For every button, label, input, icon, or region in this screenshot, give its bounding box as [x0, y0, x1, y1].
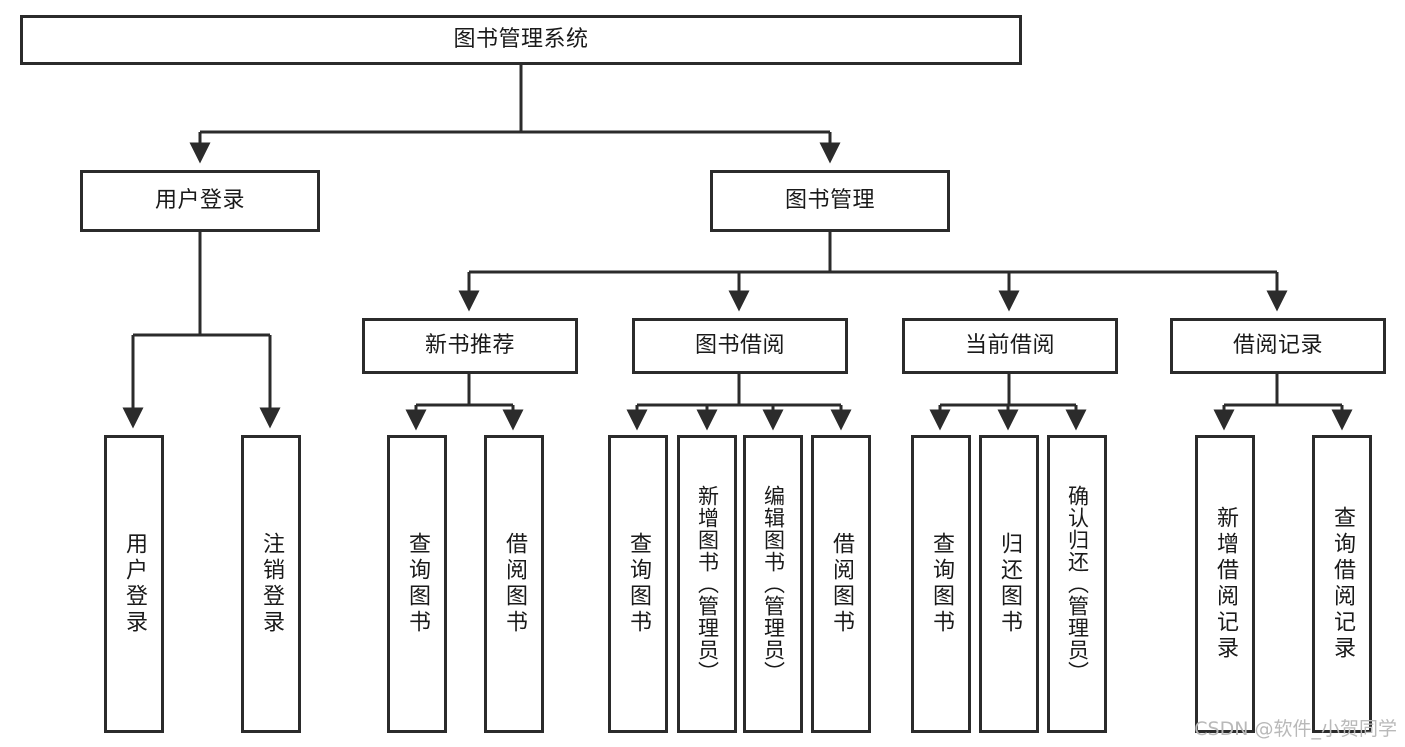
- leaf-book-borrow-query-book[interactable]: 查询图书: [608, 435, 668, 733]
- leaf-new-book-borrow-book[interactable]: 借阅图书: [484, 435, 544, 733]
- node-label: 注销登录: [259, 532, 284, 636]
- node-label: 图书管理系统: [453, 26, 589, 52]
- leaf-current-borrow-return-book[interactable]: 归还图书: [979, 435, 1039, 733]
- leaf-current-borrow-query-book[interactable]: 查询图书: [911, 435, 971, 733]
- node-label: 新增图书（管理员）: [695, 485, 720, 683]
- leaf-borrow-record-add-record[interactable]: 新增借阅记录: [1195, 435, 1255, 733]
- node-user-login[interactable]: 用户登录: [80, 170, 320, 232]
- leaf-book-borrow-add-book-admin[interactable]: 新增图书（管理员）: [677, 435, 737, 733]
- node-label: 查询图书: [405, 532, 430, 636]
- node-label: 查询图书: [929, 532, 954, 636]
- leaf-user-login-login[interactable]: 用户登录: [104, 435, 164, 733]
- leaf-book-borrow-edit-book-admin[interactable]: 编辑图书（管理员）: [743, 435, 803, 733]
- node-label: 用户登录: [122, 532, 147, 636]
- node-book-borrow[interactable]: 图书借阅: [632, 318, 848, 374]
- node-label: 编辑图书（管理员）: [761, 485, 786, 683]
- node-label: 图书借阅: [694, 332, 785, 358]
- node-label: 确认归还（管理员）: [1065, 485, 1090, 683]
- node-label: 借阅记录: [1232, 332, 1323, 358]
- node-new-book-recommend[interactable]: 新书推荐: [362, 318, 578, 374]
- node-borrow-record[interactable]: 借阅记录: [1170, 318, 1386, 374]
- node-current-borrow[interactable]: 当前借阅: [902, 318, 1118, 374]
- leaf-new-book-query-book[interactable]: 查询图书: [387, 435, 447, 733]
- node-label: 查询借阅记录: [1330, 506, 1355, 662]
- node-label: 当前借阅: [964, 332, 1055, 358]
- node-book-management[interactable]: 图书管理: [710, 170, 950, 232]
- node-label: 查询图书: [626, 532, 651, 636]
- node-label: 新增借阅记录: [1213, 506, 1238, 662]
- node-label: 用户登录: [154, 187, 245, 213]
- node-label: 新书推荐: [424, 332, 515, 358]
- node-label: 借阅图书: [502, 532, 527, 636]
- leaf-borrow-record-query-record[interactable]: 查询借阅记录: [1312, 435, 1372, 733]
- leaf-user-login-logout[interactable]: 注销登录: [241, 435, 301, 733]
- node-label: 图书管理: [784, 187, 875, 213]
- node-root-book-management-system[interactable]: 图书管理系统: [20, 15, 1022, 65]
- node-label: 借阅图书: [829, 532, 854, 636]
- leaf-book-borrow-borrow-book[interactable]: 借阅图书: [811, 435, 871, 733]
- node-label: 归还图书: [997, 532, 1022, 636]
- leaf-current-borrow-confirm-return-admin[interactable]: 确认归还（管理员）: [1047, 435, 1107, 733]
